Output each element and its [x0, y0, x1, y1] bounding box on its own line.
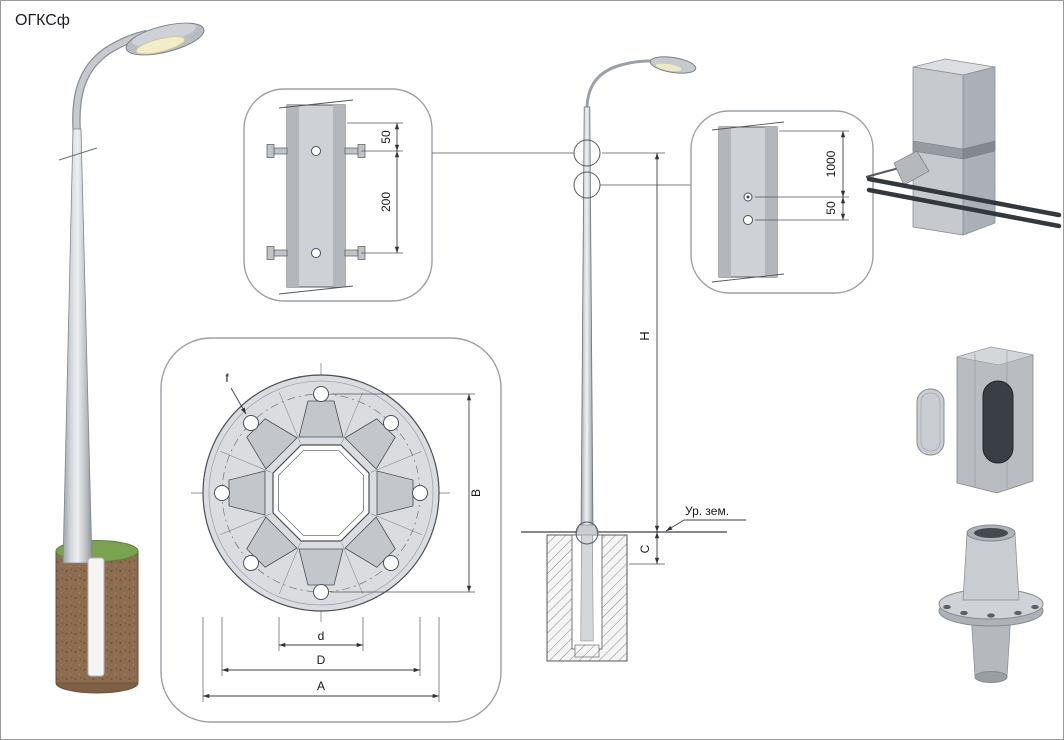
- pole-elevation: H C Ур. зем.: [432, 56, 746, 662]
- bolt-detail-callout: 50 200: [243, 88, 433, 302]
- guy-rod: [865, 167, 900, 178]
- break-line-top: [711, 121, 785, 131]
- flange-seams: [220, 392, 422, 594]
- octagon-hole: [272, 444, 370, 542]
- dim-text-200: 200: [379, 192, 393, 212]
- door-cover-edge: [920, 392, 941, 452]
- cable-hole: [743, 215, 753, 225]
- pole-segment-top: [956, 346, 1034, 366]
- pole-break-mark: [58, 147, 98, 161]
- upper-tube: [962, 532, 1020, 601]
- lamp-head: [125, 22, 205, 56]
- cable-clamp-3d: [865, 58, 1062, 236]
- flange-hole: [1014, 610, 1022, 616]
- dim-text-H: H: [637, 331, 652, 340]
- ground-level-label: Ур. зем.: [685, 504, 729, 518]
- dim-text-f: f: [225, 371, 229, 385]
- bolt-hole: [311, 146, 321, 156]
- pole-facet-left: [719, 127, 731, 277]
- dim-text-B: B: [469, 489, 483, 497]
- detail-marker-base: [575, 521, 599, 545]
- break-line-bottom: [711, 273, 785, 283]
- callout-frame: [690, 110, 874, 294]
- pole-facet-left: [287, 105, 299, 287]
- flange-hole: [943, 604, 951, 610]
- dim-text-C: C: [638, 544, 652, 553]
- flange-hole: [987, 613, 995, 618]
- dim-text-A: A: [317, 679, 325, 693]
- anchor-wedge: [893, 150, 930, 186]
- dim-text-50: 50: [824, 201, 838, 215]
- dim-text-50: 50: [379, 130, 393, 144]
- pole-shaft-3d: [62, 128, 93, 564]
- flange-hole: [1031, 604, 1039, 610]
- dim-text-d: d: [318, 629, 325, 643]
- duct-plug: [574, 644, 600, 658]
- flange-plan-callout: f B d D A: [160, 337, 502, 723]
- access-door-3d: [916, 346, 1034, 494]
- leader-f: [230, 387, 247, 415]
- cable-upper: [866, 176, 1062, 218]
- pole-embedded-part: [580, 531, 594, 642]
- cable-lower: [866, 187, 1062, 229]
- detail-marker-upper: [573, 139, 601, 167]
- dim-text-D: D: [317, 653, 326, 667]
- break-line-bottom: [278, 285, 354, 295]
- earthing-bolt-center: [746, 195, 750, 199]
- base-shoe-3d: [938, 524, 1044, 683]
- flange-hole: [960, 610, 968, 616]
- bolt-hole: [311, 248, 321, 258]
- lamp-lens: [135, 36, 186, 55]
- detail-marker-lower: [573, 171, 601, 199]
- lower-stub-bottom: [974, 671, 1008, 683]
- clamp-band-side: [962, 140, 996, 160]
- door-cover: [916, 388, 945, 456]
- pole-base-shoe: [575, 524, 599, 536]
- pole-facet-right: [333, 105, 345, 287]
- lamp-head-elevation: [649, 56, 697, 74]
- flange-gussets: [228, 400, 414, 586]
- octagon-tube-wall: [278, 450, 364, 536]
- pole-facet-right: [765, 127, 777, 277]
- lamp-arm-elevation: [585, 59, 669, 114]
- hole-detail-callout: 1000 50: [690, 110, 874, 294]
- flange-bolt-holes: [214, 386, 428, 600]
- sheet-title: ОГКСф: [15, 12, 70, 29]
- pole-shaft-elevation: [580, 106, 594, 533]
- flange-rim: [208, 380, 434, 606]
- pole-3d-render: [55, 22, 205, 694]
- foundation-sleeve: [87, 557, 105, 677]
- break-line-top: [278, 99, 354, 109]
- upper-tube-bore: [974, 528, 1008, 538]
- dim-text-1000: 1000: [824, 150, 838, 177]
- door-opening: [982, 380, 1014, 464]
- ground-label-leader: [665, 519, 685, 532]
